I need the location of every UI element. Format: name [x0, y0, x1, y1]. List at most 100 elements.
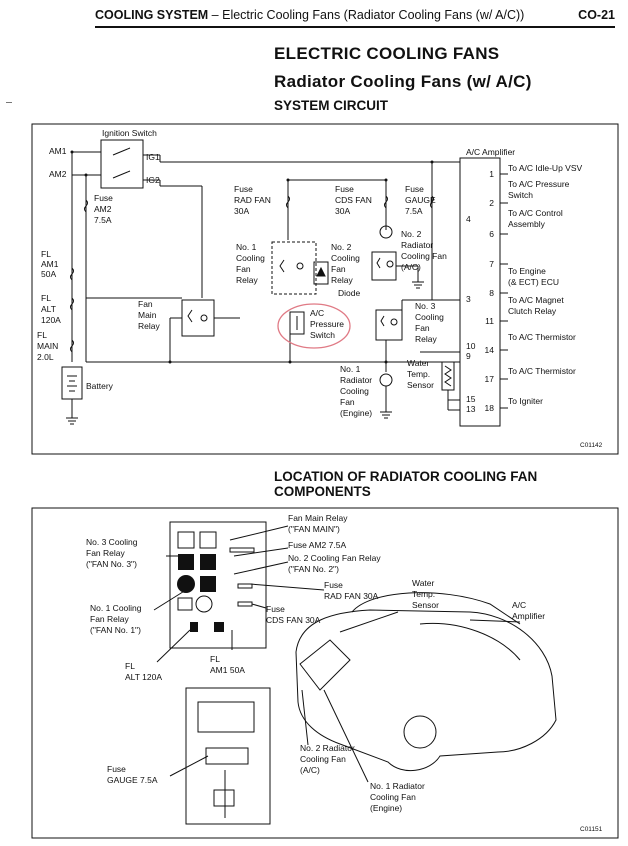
water-temp-1: Temp.	[407, 369, 430, 379]
loc-water-temp-0: Water	[412, 578, 435, 588]
no2-fan-0: No. 2	[401, 229, 422, 239]
loc-fuse-cds-0: Fuse	[266, 604, 285, 614]
loc-fuse-gauge-0: Fuse	[107, 764, 126, 774]
loc-fl-alt-0: FL	[125, 661, 135, 671]
loc-no2-relay-0: No. 2 Cooling Fan Relay	[288, 553, 381, 563]
loc-no3-relay-2: ("FAN No. 3")	[86, 559, 137, 569]
header-section: COOLING SYSTEM	[95, 8, 209, 22]
terminal-num: 17	[485, 374, 495, 384]
loc-fl-alt-1: ALT 120A	[125, 672, 162, 682]
no3-relay-2: Fan	[415, 323, 430, 333]
loc-no1-relay-1: Fan Relay	[90, 614, 129, 624]
terminal-label: To Engine	[508, 266, 546, 276]
terminal-num: 18	[485, 403, 495, 413]
sub-title: Radiator Cooling Fans (w/ A/C)	[274, 72, 532, 91]
no2-relay-2: Fan	[331, 264, 346, 274]
ignition-switch-label: Ignition Switch	[102, 128, 157, 138]
loc-no2-fan-0: No. 2 Radiator	[300, 743, 355, 753]
loc-no3-relay-0: No. 3 Cooling	[86, 537, 138, 547]
fuse-cds-2: 30A	[335, 206, 350, 216]
terminal-label: Clutch Relay	[508, 306, 557, 316]
no1-fan-2: Cooling	[340, 386, 369, 396]
main-title: ELECTRIC COOLING FANS	[274, 44, 500, 63]
pin-4: 4	[466, 214, 471, 224]
ig2-label: IG2	[146, 175, 160, 185]
no2-relay-0: No. 2	[331, 242, 352, 252]
fuse-rad-1: RAD FAN	[234, 195, 271, 205]
terminal-label: To A/C Pressure	[508, 179, 570, 189]
terminal-num: 7	[489, 259, 494, 269]
header-rule	[95, 26, 615, 28]
ac-pressure-2: Switch	[310, 330, 335, 340]
terminal-label: Assembly	[508, 219, 546, 229]
loc-fuse-am2: Fuse AM2 7.5A	[288, 540, 346, 550]
no1-fan-3: Fan	[340, 397, 355, 407]
battery-label: Battery	[86, 381, 114, 391]
terminal-label: To A/C Control	[508, 208, 563, 218]
water-temp-2: Sensor	[407, 380, 434, 390]
fuse-rad-0: Fuse	[234, 184, 253, 194]
terminal-num: 2	[489, 198, 494, 208]
no2-relay-3: Relay	[331, 275, 353, 285]
system-circuit-title: SYSTEM CIRCUIT	[274, 98, 389, 113]
terminal-label: Switch	[508, 190, 533, 200]
circuit-frame	[31, 123, 619, 455]
loc-water-temp-2: Sensor	[412, 600, 439, 610]
fan-main-relay-1: Main	[138, 310, 157, 320]
circuit-code: C01142	[580, 442, 603, 449]
fl-am1-0: FL	[41, 249, 51, 259]
water-temp-0: Water	[407, 358, 430, 368]
fl-main-0: FL	[37, 330, 47, 340]
no2-fan-1: Radiator	[401, 240, 433, 250]
no1-relay-2: Fan	[236, 264, 251, 274]
fan-main-relay-box	[181, 299, 215, 337]
no3-relay-1: Cooling	[415, 312, 444, 322]
no1-relay-0: No. 1	[236, 242, 257, 252]
location-code: C01151	[580, 826, 603, 833]
fuse-am2-1: AM2	[94, 204, 112, 214]
no3-relay-0: No. 3	[415, 301, 436, 311]
terminal-label: To A/C Thermistor	[508, 366, 576, 376]
terminal-label: (& ECT) ECU	[508, 277, 559, 287]
terminal-label: To A/C Idle-Up VSV	[508, 163, 583, 173]
fl-alt-1: ALT	[41, 304, 56, 314]
no1-relay-1: Cooling	[236, 253, 265, 263]
fl-main-2: 2.0L	[37, 352, 54, 362]
fuse-am2-0: Fuse	[94, 193, 113, 203]
fl-am1-1: AM1	[41, 259, 59, 269]
fan-main-relay-0: Fan	[138, 299, 153, 309]
loc-no1-fan-0: No. 1 Radiator	[370, 781, 425, 791]
page-header: COOLING SYSTEM – Electric Cooling Fans (…	[95, 8, 615, 28]
header-subtitle: – Electric Cooling Fans (Radiator Coolin…	[208, 8, 525, 22]
loc-no1-relay-0: No. 1 Cooling	[90, 603, 142, 613]
terminal-label: To A/C Magnet	[508, 295, 564, 305]
fl-main-1: MAIN	[37, 341, 58, 351]
ig1-label: IG1	[146, 152, 160, 162]
terminal-num: 6	[489, 229, 494, 239]
loc-fan-main-relay-0: Fan Main Relay	[288, 513, 348, 523]
no1-relay-3: Relay	[236, 275, 258, 285]
loc-fl-am1-1: AM1 50A	[210, 665, 245, 675]
loc-no1-relay-2: ("FAN No. 1")	[90, 625, 141, 635]
fuse-gauge-1: GAUGE	[405, 195, 436, 205]
location-frame	[31, 507, 619, 839]
fuse-cds-1: CDS FAN	[335, 195, 372, 205]
pin-10: 10	[466, 341, 476, 351]
lower-fuse-box	[185, 687, 271, 825]
pin-15: 15	[466, 394, 476, 404]
fuse-rad-2: 30A	[234, 206, 249, 216]
no1-fan-4: (Engine)	[340, 408, 372, 418]
terminal-label: To A/C Thermistor	[508, 332, 576, 342]
loc-fuse-cds-1: CDS FAN 30A	[266, 615, 321, 625]
ac-pressure-0: A/C	[310, 308, 324, 318]
loc-ac-amp-1: Amplifier	[512, 611, 545, 621]
ac-amplifier-box	[459, 157, 501, 427]
loc-fan-main-relay-1: ("FAN MAIN")	[288, 524, 340, 534]
loc-fuse-gauge-1: GAUGE 7.5A	[107, 775, 158, 785]
pin-13: 13	[466, 404, 476, 414]
pin-3: 3	[466, 294, 471, 304]
fl-am1-2: 50A	[41, 269, 56, 279]
loc-fuse-rad-0: Fuse	[324, 580, 343, 590]
